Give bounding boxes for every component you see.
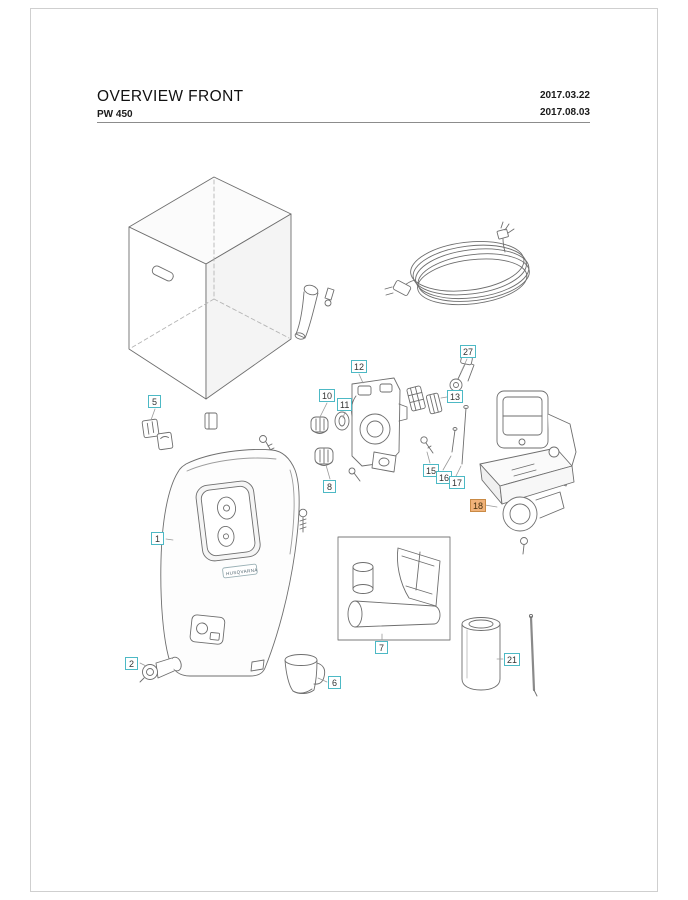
- nozzle-cup-6: [284, 654, 326, 694]
- header-rule: [97, 122, 590, 123]
- clip-parts-5: [141, 418, 174, 451]
- bracket-block: [371, 451, 397, 473]
- model-number: PW 450: [97, 109, 133, 120]
- clip-part: [204, 412, 218, 430]
- pin-16: [451, 427, 458, 453]
- control-knob-10: [310, 416, 329, 434]
- front-cover: HUSQVARNA: [160, 449, 300, 677]
- part-label-2: 2: [125, 657, 138, 670]
- husqvarna-logo: HUSQVARNA: [222, 563, 258, 579]
- part-label-5: 5: [148, 395, 161, 408]
- switch-parts-13: [406, 385, 443, 415]
- holster-part: [397, 547, 441, 607]
- lever-bracket-27: [449, 354, 475, 392]
- control-housing: [351, 377, 408, 467]
- inlet-coupling-2: [139, 656, 182, 683]
- carton-box: [128, 176, 292, 400]
- detergent-bottle-21: [461, 617, 501, 691]
- part-label-17: 17: [449, 476, 466, 489]
- part-label-18: 18: [470, 499, 487, 512]
- thin-rod-part: [528, 613, 538, 697]
- part-label-7: 7: [375, 641, 388, 654]
- small-cylinder-part: [352, 562, 374, 594]
- part-label-6: 6: [328, 676, 341, 689]
- svg-text:HUSQVARNA: HUSQVARNA: [226, 567, 258, 576]
- accessory-box-7: [337, 536, 451, 641]
- power-cord: [384, 221, 530, 306]
- part-label-15: 15: [423, 464, 440, 477]
- part-label-12: 12: [351, 360, 368, 373]
- pump-motor-assembly: [479, 390, 577, 555]
- part-label-11: 11: [337, 398, 353, 411]
- publication-date: 2017.08.03: [539, 107, 590, 118]
- hose-guide-part: [294, 284, 335, 340]
- dial-11: [334, 411, 350, 431]
- part-label-13: 13: [447, 390, 464, 403]
- screw-small: [348, 467, 361, 482]
- part-label-27: 27: [460, 345, 477, 358]
- page-title: OVERVIEW FRONT: [97, 88, 244, 105]
- rod-17: [461, 404, 469, 465]
- part-label-10: 10: [319, 389, 336, 402]
- revision-date: 2017.03.22: [539, 90, 590, 101]
- part-label-16: 16: [436, 471, 453, 484]
- leader-lines: [139, 358, 504, 683]
- roller-part: [347, 600, 441, 628]
- cover-screw: [298, 508, 308, 533]
- part-label-8: 8: [323, 480, 336, 493]
- screw-15: [420, 436, 434, 454]
- part-label-21: 21: [504, 653, 521, 666]
- part-label-1: 1: [151, 532, 164, 545]
- control-knob-8: [314, 447, 334, 466]
